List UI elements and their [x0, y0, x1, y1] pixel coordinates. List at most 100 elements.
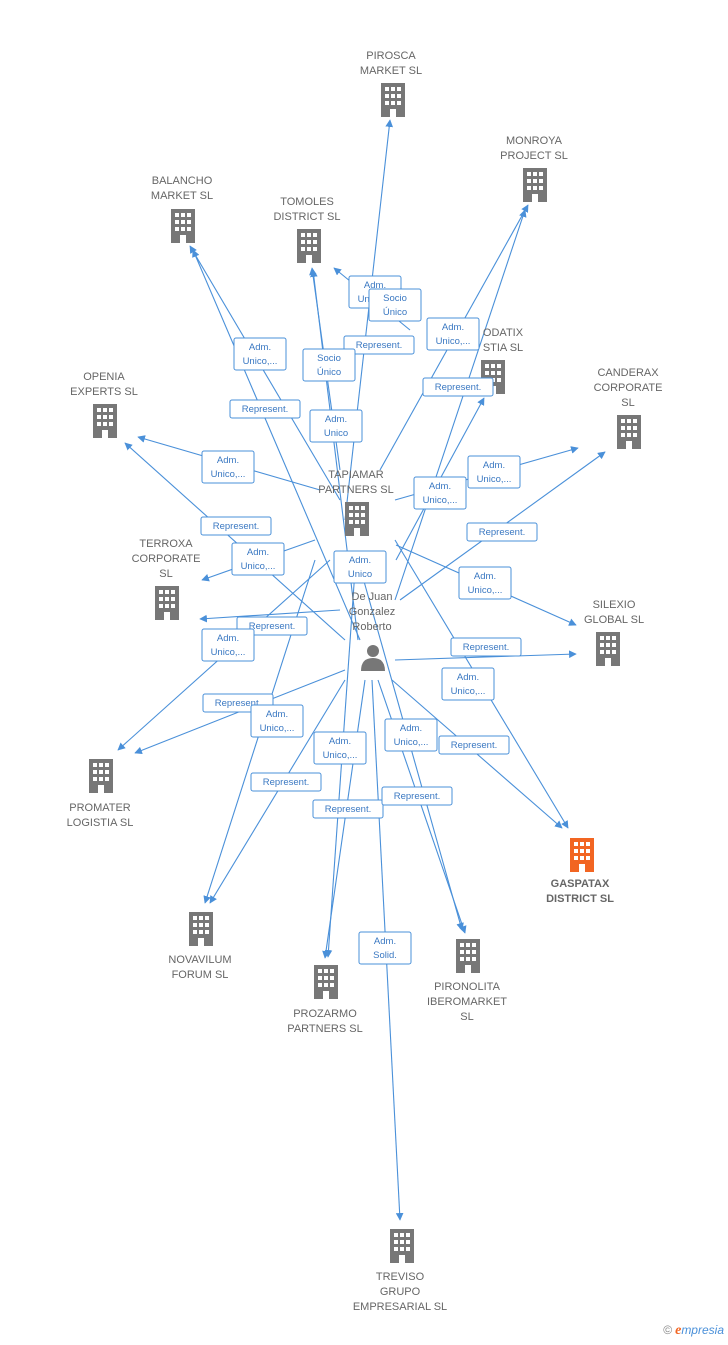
edge-label-box[interactable]: Represent.: [422, 377, 494, 397]
node-label-line: Gonzalez: [349, 606, 395, 618]
node-label-line: CORPORATE: [132, 553, 201, 565]
edge-label-text: Represent.: [213, 521, 259, 532]
edge-label-box[interactable]: Adm.Unico,...: [441, 667, 495, 701]
person-icon: [361, 645, 385, 671]
building-icon: [596, 632, 620, 666]
edge-label-text: Represent.: [249, 621, 295, 632]
edge-label-box[interactable]: Adm.Unico,...: [250, 704, 304, 738]
edge-label-box[interactable]: Adm.Solid.: [358, 931, 412, 965]
edge-label-box[interactable]: Represent.: [381, 786, 453, 806]
company-node-gaspatax[interactable]: GASPATAX DISTRICT SL: [546, 838, 614, 905]
node-label-line: LOGISTIA SL: [67, 817, 134, 829]
edge-label-text: Represent.: [263, 777, 309, 788]
node-label-line: ODATIX: [483, 327, 524, 339]
node-label-line: DISTRICT SL: [546, 893, 614, 905]
edge-label-box[interactable]: Represent.: [466, 522, 538, 542]
company-node-monroya[interactable]: MONROYA PROJECT SL: [500, 135, 568, 202]
node-label-line: EXPERTS SL: [70, 386, 138, 398]
building-icon: [617, 415, 641, 449]
edge-label-box[interactable]: Represent.: [250, 772, 322, 792]
node-label-line: TAPIAMAR: [328, 469, 383, 481]
node-label: GASPATAX DISTRICT SL: [546, 878, 614, 905]
node-label-line: GASPATAX: [551, 878, 610, 890]
node-label-line: TERROXA: [139, 538, 193, 550]
building-icon: [390, 1229, 414, 1263]
edge-label-text: Adm.: [483, 460, 505, 471]
edge-label-box[interactable]: Represent.: [343, 335, 415, 355]
edge-label-text: Adm.: [249, 342, 271, 353]
building-icon: [381, 83, 405, 117]
edge-label-box[interactable]: Adm.Unico,...: [233, 337, 287, 371]
node-label-line: MARKET SL: [151, 190, 213, 202]
building-icon: [345, 502, 369, 536]
edge-label-text: Adm.: [247, 547, 269, 558]
edge-label-text: Unico,...: [451, 686, 486, 697]
node-label-line: PARTNERS SL: [287, 1023, 362, 1035]
edge-label-box[interactable]: Adm.Unico,...: [467, 455, 521, 489]
edge-label-box[interactable]: Adm.Unico,...: [313, 731, 367, 765]
edge-label-box[interactable]: Adm.Unico,...: [413, 476, 467, 510]
edge-label-text: Represent.: [325, 804, 371, 815]
edge-label-text: Unico,...: [241, 561, 276, 572]
edge-label-text: Adm.: [329, 736, 351, 747]
edge-label-box[interactable]: Adm. Unico,...: [231, 542, 285, 576]
node-label-line: GLOBAL SL: [584, 614, 644, 626]
building-icon: [171, 209, 195, 243]
edge-label-box[interactable]: Represent.: [236, 616, 308, 636]
edge-label-box[interactable]: Adm.Unico,...: [426, 317, 480, 351]
node-label-line: PROJECT SL: [500, 150, 568, 162]
edge-label-text: Represent.: [215, 698, 261, 709]
edge-label-box[interactable]: Represent.: [438, 735, 510, 755]
edge-label-box[interactable]: Represent.: [229, 399, 301, 419]
building-icon: [456, 939, 480, 973]
relation-edge: [192, 249, 361, 641]
building-icon: [155, 586, 179, 620]
node-label-line: MONROYA: [506, 135, 563, 147]
edge-label-text: Socio: [383, 293, 407, 304]
edge-label-text: Represent.: [451, 740, 497, 751]
edge-label-text: Unico,...: [260, 723, 295, 734]
edge-label-box[interactable]: Adm.Unico: [309, 409, 363, 443]
edge-label-text: Represent.: [242, 404, 288, 415]
edge-label-text: Unico: [348, 569, 372, 580]
edge-label-box[interactable]: Adm.Unico,...: [458, 566, 512, 600]
edge-label-box[interactable]: Represent.: [200, 516, 272, 536]
edge-label-box[interactable]: Represent.: [312, 799, 384, 819]
edge-label-box[interactable]: Adm.Unico,...: [201, 628, 255, 662]
edge-label-box[interactable]: Adm.Unico,...: [201, 450, 255, 484]
edge-label-box[interactable]: Adm.Unico,...: [384, 718, 438, 752]
brand-footer[interactable]: ©empresia: [663, 1323, 724, 1339]
edge-label-text: Unico,...: [211, 647, 246, 658]
edge-label-box[interactable]: Adm.Unico: [333, 550, 387, 584]
edge-label-box[interactable]: Represent.: [450, 637, 522, 657]
edge-label-text: Adm.: [474, 571, 496, 582]
